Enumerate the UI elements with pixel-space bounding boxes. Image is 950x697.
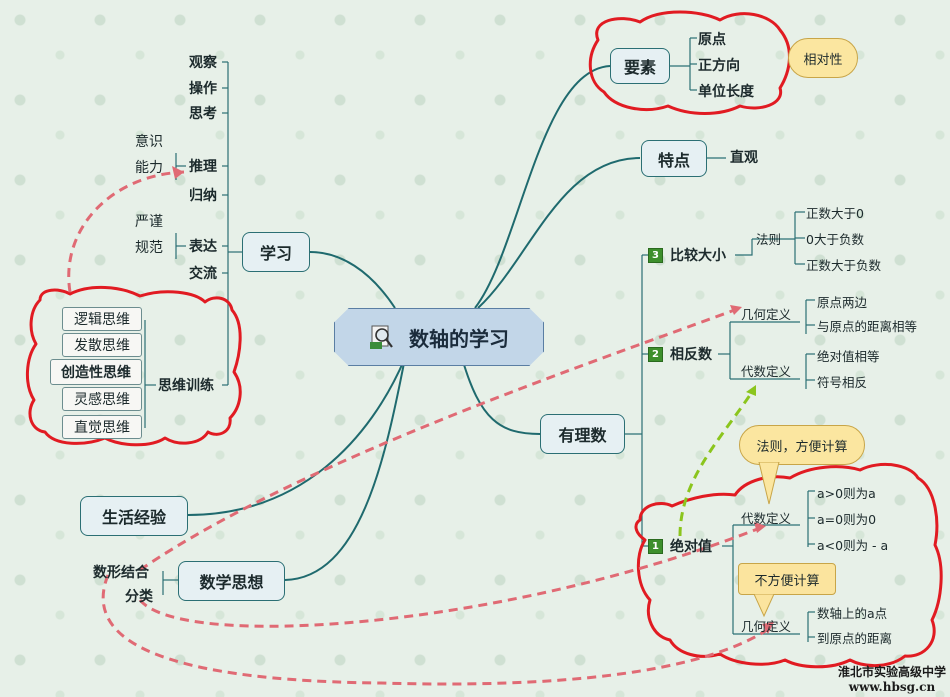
rational-compare-label: 比较大小 bbox=[670, 248, 726, 264]
absolute-alg-callout[interactable]: 法则，方便计算 bbox=[739, 425, 865, 465]
thinking-item-divergent[interactable]: 发散思维 bbox=[62, 333, 142, 357]
magnifier-document-icon bbox=[369, 324, 395, 350]
rational-absolute-label: 绝对值 bbox=[670, 539, 712, 555]
absolute-alg-item-2[interactable]: a=0则为0 bbox=[817, 511, 877, 527]
study-item-operate[interactable]: 操作 bbox=[189, 81, 217, 97]
center-label: 数轴的学习 bbox=[409, 326, 509, 351]
relation-absolute-opposite bbox=[678, 391, 754, 537]
branch-math-label: 数学思想 bbox=[199, 573, 264, 592]
link-center-study bbox=[309, 251, 396, 309]
branch-life-label: 生活经验 bbox=[101, 508, 166, 527]
reason-sub-awareness[interactable]: 意识 bbox=[135, 134, 163, 150]
compare-item-2[interactable]: 0大于负数 bbox=[806, 231, 864, 247]
math-item-classify[interactable]: 分类 bbox=[125, 589, 153, 605]
study-thinking[interactable]: 思维训练 bbox=[158, 378, 214, 394]
thinking-item-creative[interactable]: 创造性思维 bbox=[50, 359, 142, 385]
relation-classify-absolute-alg bbox=[138, 526, 761, 628]
rational-opposite-label: 相反数 bbox=[670, 347, 712, 363]
callout-tail-geo bbox=[753, 594, 775, 618]
footer-watermark: 淮北市实验高级中学 www.hbsg.cn bbox=[838, 665, 946, 695]
opposite-alg-def[interactable]: 代数定义 bbox=[741, 363, 792, 379]
study-item-express[interactable]: 表达 bbox=[189, 239, 217, 255]
absolute-alg-item-3[interactable]: a<0则为 - a bbox=[817, 537, 889, 553]
study-item-exchange[interactable]: 交流 bbox=[189, 266, 217, 282]
branch-life[interactable]: 生活经验 bbox=[80, 496, 188, 536]
priority-1-icon: 1 bbox=[648, 538, 663, 554]
thinking-item-inspiration[interactable]: 灵感思维 bbox=[62, 387, 142, 411]
center-topic[interactable]: 数轴的学习 bbox=[334, 308, 544, 366]
express-sub-norm[interactable]: 规范 bbox=[135, 240, 163, 256]
branch-study[interactable]: 学习 bbox=[242, 232, 310, 272]
compare-item-1[interactable]: 正数大于0 bbox=[806, 205, 864, 221]
feature-item-intuitive[interactable]: 直观 bbox=[730, 150, 758, 166]
compare-item-3[interactable]: 正数大于负数 bbox=[806, 257, 882, 273]
branch-rational[interactable]: 有理数 bbox=[540, 414, 625, 454]
priority-3-icon: 3 bbox=[648, 247, 663, 263]
branch-study-label: 学习 bbox=[259, 244, 292, 263]
footer-school: 淮北市实验高级中学 bbox=[837, 665, 946, 679]
link-center-feature bbox=[477, 157, 641, 309]
priority-2-icon: 2 bbox=[648, 346, 663, 362]
elements-item-direction[interactable]: 正方向 bbox=[698, 58, 740, 74]
math-item-combine[interactable]: 数形结合 bbox=[93, 565, 149, 581]
branch-feature[interactable]: 特点 bbox=[641, 140, 707, 177]
branch-elements-label: 要素 bbox=[623, 58, 656, 77]
branch-elements[interactable]: 要素 bbox=[610, 48, 670, 84]
opposite-geo-item-1[interactable]: 原点两边 bbox=[817, 294, 868, 310]
branch-feature-label: 特点 bbox=[657, 150, 690, 170]
absolute-geo-item-2[interactable]: 到原点的距离 bbox=[817, 630, 893, 646]
thinking-item-intuition[interactable]: 直觉思维 bbox=[62, 415, 142, 439]
opposite-geo-item-2[interactable]: 与原点的距离相等 bbox=[817, 318, 918, 334]
compare-rule[interactable]: 法则 bbox=[756, 231, 782, 247]
absolute-alg-def[interactable]: 代数定义 bbox=[741, 510, 792, 526]
footer-url: www.hbsg.cn bbox=[848, 680, 936, 694]
relation-combine-absolute-geo bbox=[101, 574, 771, 686]
study-item-think[interactable]: 思考 bbox=[189, 106, 217, 122]
highlight-cloud-thinking bbox=[26, 285, 242, 447]
reason-sub-ability[interactable]: 能力 bbox=[135, 160, 163, 176]
elements-note-callout[interactable]: 相对性 bbox=[788, 38, 858, 78]
absolute-geo-item-1[interactable]: 数轴上的a点 bbox=[817, 605, 888, 621]
thinking-item-logic[interactable]: 逻辑思维 bbox=[62, 307, 142, 331]
rational-opposite[interactable]: 2 相反数 bbox=[648, 344, 712, 364]
absolute-alg-item-1[interactable]: a>0则为a bbox=[817, 485, 876, 501]
absolute-geo-def[interactable]: 几何定义 bbox=[741, 618, 792, 634]
study-item-observe[interactable]: 观察 bbox=[189, 55, 217, 71]
branch-rational-label: 有理数 bbox=[558, 426, 607, 445]
link-center-life bbox=[187, 357, 406, 516]
elements-item-origin[interactable]: 原点 bbox=[698, 32, 726, 48]
link-center-elements bbox=[474, 65, 611, 309]
study-item-reason[interactable]: 推理 bbox=[189, 159, 217, 175]
branch-math[interactable]: 数学思想 bbox=[178, 561, 285, 601]
rational-compare[interactable]: 3 比较大小 bbox=[648, 245, 726, 265]
rational-absolute[interactable]: 1 绝对值 bbox=[648, 536, 712, 556]
study-item-induce[interactable]: 归纳 bbox=[189, 188, 217, 204]
opposite-alg-item-1[interactable]: 绝对值相等 bbox=[817, 348, 880, 364]
link-center-math bbox=[284, 357, 406, 581]
opposite-geo-def[interactable]: 几何定义 bbox=[741, 306, 792, 322]
elements-item-unit[interactable]: 单位长度 bbox=[698, 84, 754, 100]
absolute-geo-callout[interactable]: 不方便计算 bbox=[738, 563, 836, 595]
relation-thinking-reasoning bbox=[67, 170, 185, 293]
link-center-rational bbox=[461, 357, 541, 435]
express-sub-rigor[interactable]: 严谨 bbox=[135, 214, 163, 230]
highlight-cloud-elements bbox=[588, 10, 791, 115]
opposite-alg-item-2[interactable]: 符号相反 bbox=[817, 374, 868, 390]
callout-tail-alg bbox=[758, 462, 780, 505]
highlight-cloud-absolute bbox=[634, 463, 943, 669]
